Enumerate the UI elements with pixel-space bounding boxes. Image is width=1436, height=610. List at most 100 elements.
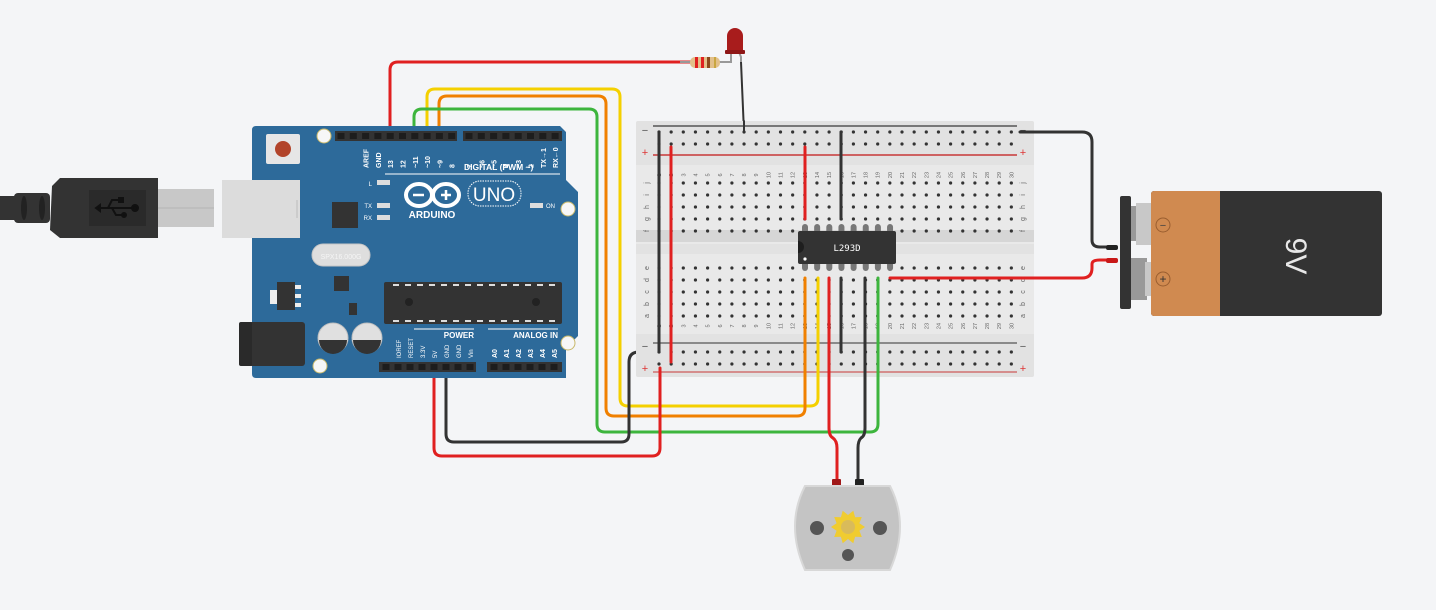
terminal-hole[interactable] [754,278,758,282]
terminal-hole[interactable] [706,217,710,221]
rail-hole[interactable] [851,130,856,134]
terminal-hole[interactable] [681,266,685,270]
wire-yellow-pin10[interactable] [425,87,820,408]
rail-hole[interactable] [681,142,685,146]
rail-hole[interactable] [681,350,685,354]
header-pin-hole[interactable] [394,364,402,370]
rail-hole[interactable] [985,362,989,366]
terminal-hole[interactable] [827,193,831,197]
terminal-hole[interactable] [997,290,1001,294]
terminal-hole[interactable] [973,290,977,294]
rail-hole[interactable] [949,142,953,146]
rail-hole[interactable] [681,362,685,366]
terminal-hole[interactable] [681,205,685,209]
terminal-hole[interactable] [949,266,953,270]
rail-hole[interactable] [791,130,795,134]
terminal-hole[interactable] [912,193,916,197]
terminal-hole[interactable] [791,302,795,306]
terminal-hole[interactable] [900,205,904,209]
rail-hole[interactable] [949,362,953,366]
terminal-hole[interactable] [693,278,698,282]
rail-hole[interactable] [706,362,710,366]
terminal-hole[interactable] [961,217,965,221]
header-pin-hole[interactable] [448,133,456,139]
terminal-hole[interactable] [949,193,953,197]
terminal-hole[interactable] [961,266,965,270]
rail-hole[interactable] [997,350,1001,354]
rail-hole[interactable] [1009,130,1013,134]
terminal-hole[interactable] [997,193,1001,197]
terminal-hole[interactable] [718,266,722,270]
terminal-hole[interactable] [900,302,904,306]
terminal-hole[interactable] [693,229,698,233]
rail-hole[interactable] [851,142,856,146]
terminal-hole[interactable] [681,314,685,318]
terminal-hole[interactable] [888,181,892,185]
rail-hole[interactable] [681,130,685,134]
rail-hole[interactable] [936,350,941,354]
terminal-hole[interactable] [827,205,831,209]
terminal-hole[interactable] [973,205,977,209]
terminal-hole[interactable] [997,217,1001,221]
terminal-hole[interactable] [778,290,783,294]
header-pin-hole[interactable] [382,364,390,370]
rail-hole[interactable] [961,142,965,146]
rail-hole[interactable] [900,142,904,146]
rail-hole[interactable] [973,130,977,134]
terminal-hole[interactable] [766,302,770,306]
terminal-hole[interactable] [924,181,928,185]
rail-hole[interactable] [900,130,904,134]
header-pin-hole[interactable] [435,133,443,139]
rail-hole[interactable] [718,350,722,354]
terminal-hole[interactable] [718,205,722,209]
terminal-hole[interactable] [778,266,783,270]
terminal-hole[interactable] [961,302,965,306]
rail-hole[interactable] [851,350,856,354]
rail-hole[interactable] [766,362,770,366]
terminal-hole[interactable] [949,290,953,294]
header-pin-hole[interactable] [502,133,510,139]
terminal-hole[interactable] [693,181,698,185]
terminal-hole[interactable] [900,290,904,294]
header-pin-hole[interactable] [538,364,546,370]
terminal-hole[interactable] [730,229,734,233]
terminal-hole[interactable] [876,217,880,221]
terminal-hole[interactable] [949,205,953,209]
header-pin-hole[interactable] [477,133,485,139]
rail-hole[interactable] [827,130,831,134]
terminal-hole[interactable] [815,193,819,197]
terminal-hole[interactable] [1009,266,1013,270]
terminal-hole[interactable] [985,290,989,294]
terminal-hole[interactable] [900,181,904,185]
terminal-hole[interactable] [693,217,698,221]
terminal-hole[interactable] [778,193,783,197]
terminal-hole[interactable] [888,217,892,221]
reset-button-cap[interactable] [275,141,291,157]
rail-hole[interactable] [863,142,868,146]
usb-port[interactable] [222,180,300,238]
terminal-hole[interactable] [766,314,770,318]
terminal-hole[interactable] [693,193,698,197]
terminal-hole[interactable] [754,290,758,294]
terminal-hole[interactable] [791,266,795,270]
terminal-hole[interactable] [949,229,953,233]
terminal-hole[interactable] [924,229,928,233]
terminal-hole[interactable] [997,302,1001,306]
terminal-hole[interactable] [924,314,928,318]
terminal-hole[interactable] [936,266,941,270]
terminal-hole[interactable] [936,229,941,233]
rail-hole[interactable] [803,130,807,134]
rail-hole[interactable] [754,130,758,134]
rail-hole[interactable] [888,142,892,146]
header-pin-hole[interactable] [442,364,450,370]
terminal-hole[interactable] [766,205,770,209]
rail-hole[interactable] [961,350,965,354]
terminal-hole[interactable] [706,278,710,282]
rail-hole[interactable] [973,350,977,354]
terminal-hole[interactable] [924,205,928,209]
terminal-hole[interactable] [693,266,698,270]
terminal-hole[interactable] [912,302,916,306]
rail-hole[interactable] [936,130,941,134]
